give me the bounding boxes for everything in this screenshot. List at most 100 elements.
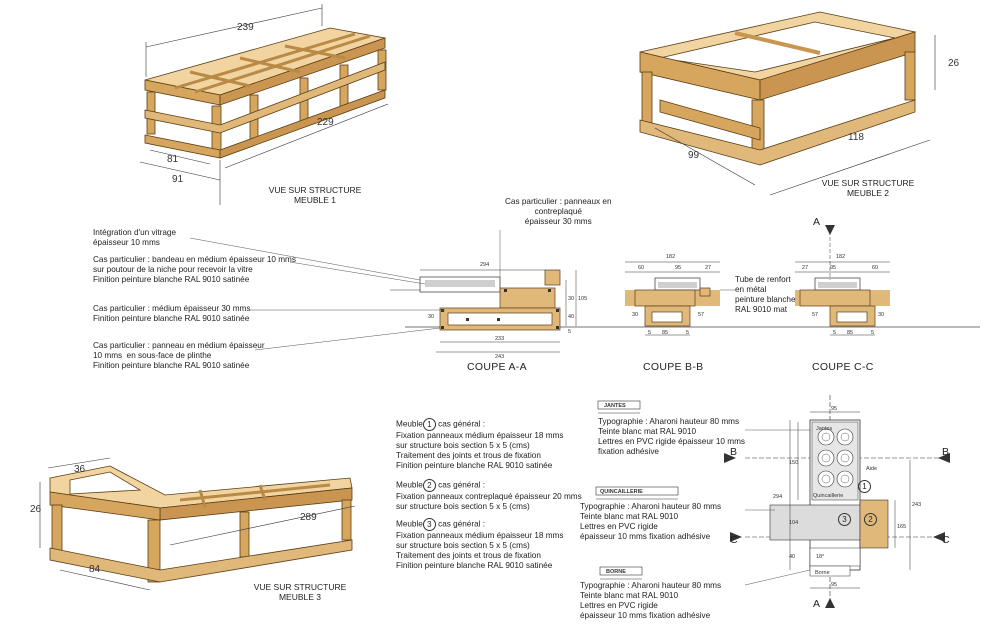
aa-dim-h4: 5 <box>568 329 571 335</box>
signage-note-quinc: Typographie : Aharoni hauteur 80 mms Tei… <box>580 502 721 542</box>
note-vitrage-l2: épaisseur 10 mms <box>93 238 160 247</box>
coupe-aa-dims <box>390 269 577 353</box>
sig2-l2: Teinte blanc mat RAL 9010 <box>580 512 679 521</box>
tag-quinc: QUINCAILLERIE <box>600 489 643 495</box>
sig1-l4: fixation adhésive <box>598 447 659 456</box>
m3-dim-length: 289 <box>300 512 317 523</box>
coupe-bb-dims <box>625 261 720 336</box>
aa-dim-h3: 40 <box>568 314 574 320</box>
meuble2-structure <box>639 11 917 166</box>
m2-note-suffix: cas général : <box>435 480 486 490</box>
note-contre-l2: contreplaqué <box>534 207 582 216</box>
bb-dim-c: 27 <box>705 265 711 271</box>
meuble1-dimensions <box>139 4 389 205</box>
m2-cap-2: MEUBLE 2 <box>846 188 890 198</box>
m2-dim-width: 118 <box>848 132 864 143</box>
sig2-l4: épaisseur 10 mms fixation adhésive <box>580 532 711 541</box>
bb-dim-b: 95 <box>675 265 681 271</box>
cc-dim-b: 95 <box>830 265 836 271</box>
plan-dim-h4: 40 <box>789 554 795 560</box>
m3-dim-top: 36 <box>74 464 86 475</box>
cc-dim-b1: 30 <box>878 312 884 318</box>
aa-dim-b2: 243 <box>495 354 504 360</box>
bb-dim-b4: 5 <box>686 330 689 336</box>
bb-dim-b1: 30 <box>632 312 638 318</box>
plan-view <box>724 225 950 608</box>
signage-note-jantes: Typographie : Aharoni hauteur 80 mms Tei… <box>598 417 745 457</box>
m1-note-suffix: cas général : <box>435 419 486 429</box>
sig1-l3: Lettres en PVC rigide épaisseur 10 mms <box>598 437 745 446</box>
cc-dim-b2: 5 <box>833 330 836 336</box>
plan-aide: Aide <box>866 466 877 472</box>
cc-dim-b3: 85 <box>847 330 853 336</box>
note-bandeau-l2: sur poutour de la niche pour recevoir la… <box>93 265 253 274</box>
note-vitrage: Intégration d'un vitrage épaisseur 10 mm… <box>93 228 176 248</box>
bb-dim-side: 57 <box>698 312 704 318</box>
plan-dim-h1: 150 <box>789 460 798 466</box>
m3-note-l1: Fixation panneaux médium épaisseur 18 mm… <box>396 531 564 540</box>
sig1-l1: Typographie : Aharoni hauteur 80 mms <box>598 417 740 426</box>
m2-note-l1: Fixation panneaux contreplaqué épaisseur… <box>396 492 582 501</box>
m1-note-l2: sur structure bois section 5 x 5 (cms) <box>396 441 530 450</box>
meuble3-dimensions <box>39 457 356 591</box>
cc-dim-top: 182 <box>836 254 845 260</box>
sig1-l2: Teinte blanc mat RAL 9010 <box>598 427 697 436</box>
m3-note-l3: Traitement des joints et trous de fixati… <box>396 551 541 560</box>
title-coupe-cc: COUPE C-C <box>812 361 874 373</box>
plan-label-a-top: A <box>813 216 821 228</box>
m3-note-num: 3 <box>422 518 436 531</box>
note-medium-l1: Cas particulier : médium épaisseur 30 mm… <box>93 304 251 313</box>
m3-dim-depth: 84 <box>89 564 101 575</box>
meuble3-caption: VUE SUR STRUCTURE MEUBLE 3 <box>250 582 350 602</box>
m1-note-num: 1 <box>422 418 436 431</box>
plan-dim-bottom: 95 <box>831 582 837 588</box>
plan-jantes: Jantes <box>816 426 832 432</box>
plan-dim-r2: 165 <box>897 524 906 530</box>
plan-num-3: 3 <box>838 513 851 526</box>
note-bandeau-l1: Cas particulier : bandeau en médium épai… <box>93 255 296 264</box>
m3-cap-2: MEUBLE 3 <box>278 592 322 602</box>
plan-label-a-bottom: A <box>813 598 821 610</box>
m1-note-l1: Fixation panneaux médium épaisseur 18 mm… <box>396 431 564 440</box>
note-bandeau-l3: Finition peinture blanche RAL 9010 satin… <box>93 275 250 284</box>
aa-dim-d1: 30 <box>428 314 434 320</box>
cc-dim-a: 27 <box>802 265 808 271</box>
note-tube-l2: en métal <box>735 285 767 294</box>
coupe-aa-drawing <box>419 269 561 331</box>
note-tube-l4: RAL 9010 mat <box>735 305 788 314</box>
cc-dim-b4: 5 <box>871 330 874 336</box>
m1-dim-outer: 91 <box>172 174 184 185</box>
note-contre-l1: Cas particulier : panneaux en <box>505 197 612 206</box>
note-tube-l3: peinture blanche <box>735 295 796 304</box>
note-medium: Cas particulier : médium épaisseur 30 mm… <box>93 304 250 324</box>
m1-note-title: Meuble <box>396 419 423 429</box>
m1-cap-1: VUE SUR STRUCTURE <box>268 185 362 195</box>
signage-note-borne: Typographie : Aharoni hauteur 80 mms Tei… <box>580 581 721 621</box>
note-vitrage-l1: Intégration d'un vitrage <box>93 228 177 237</box>
svg-dimension-labels: 239 229 81 91 26 118 99 36 26 289 84 294… <box>30 22 960 588</box>
plan-label-c-left: C <box>730 534 738 546</box>
aa-dim-h1: 30 <box>568 296 574 302</box>
note-tube-l1: Tube de renfort <box>735 275 791 284</box>
m1-dim-length: 239 <box>237 22 254 33</box>
m1-note-l3: Traitement des joints et trous de fixati… <box>396 451 541 460</box>
note-plinthe: Cas particulier : panneau en médium épai… <box>93 341 265 371</box>
coupe-bb-drawing <box>625 277 720 327</box>
m1-dim-inner: 81 <box>167 154 179 165</box>
cc-dim-c: 60 <box>872 265 878 271</box>
meuble2-caption: VUE SUR STRUCTURE MEUBLE 2 <box>818 178 918 198</box>
sign-tags <box>595 400 679 580</box>
sig2-l3: Lettres en PVC rigide <box>580 522 658 531</box>
note-medium-l2: Finition peinture blanche RAL 9010 satin… <box>93 314 250 323</box>
aa-dim-top: 294 <box>480 262 489 268</box>
m3-dim-height: 26 <box>30 504 42 515</box>
tag-jantes: JANTES <box>604 403 626 409</box>
m3-cap-1: VUE SUR STRUCTURE <box>253 582 347 592</box>
plan-borne: Borne <box>815 570 830 576</box>
m2-cap-1: VUE SUR STRUCTURE <box>821 178 915 188</box>
bb-dim-b2: 5 <box>648 330 651 336</box>
aa-dim-b1: 233 <box>495 336 504 342</box>
title-coupe-aa: COUPE A-A <box>467 361 527 373</box>
